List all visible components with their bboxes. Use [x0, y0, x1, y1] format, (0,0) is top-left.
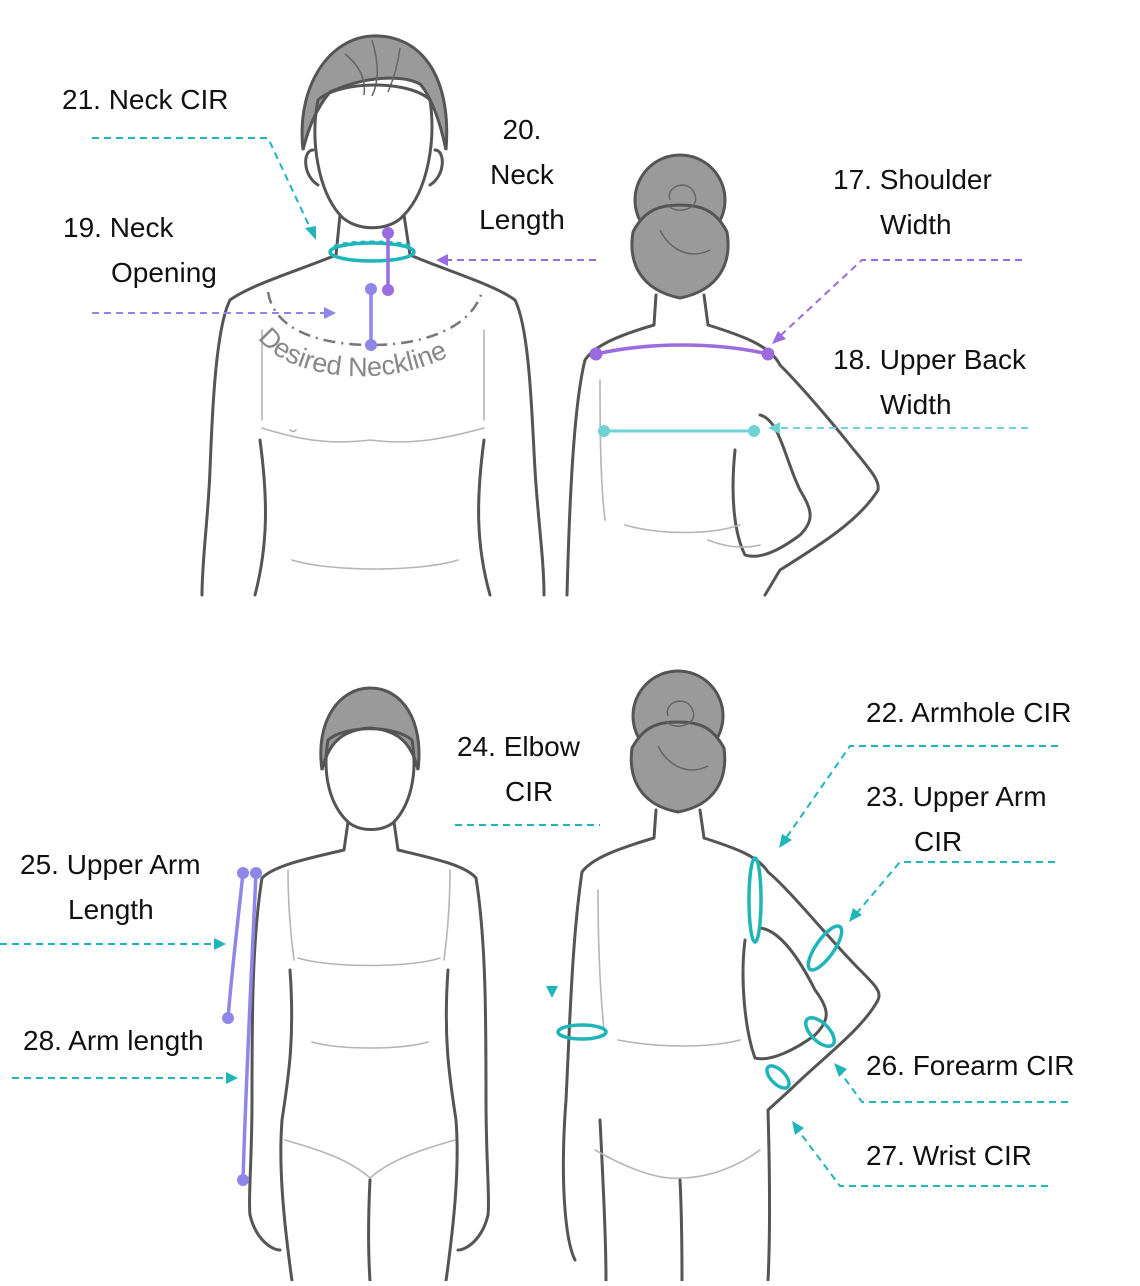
arrow-wrist-cir	[797, 1129, 1048, 1187]
label-shoulder-width: 17. Shoulder Width	[833, 157, 992, 247]
label-arm-length-line1: 28. Arm length	[23, 1025, 204, 1056]
label-neck-length: 20. Neck Length	[472, 107, 572, 242]
forearm-cir-ring	[804, 1016, 836, 1048]
front-figure-bottom	[222, 686, 491, 1283]
label-upper-back-width-line2: Width	[880, 389, 952, 420]
back-figure-top	[565, 153, 880, 597]
armhole-cir-ring	[747, 856, 763, 944]
neck-cir-ring	[328, 241, 416, 263]
front-ears-top	[304, 148, 444, 187]
front-body-details-top	[261, 329, 485, 570]
front-hair-strands	[344, 39, 401, 97]
label-upper-back-width: 18. Upper Back Width	[833, 337, 1026, 427]
label-wrist-cir-line1: 27. Wrist CIR	[866, 1140, 1032, 1171]
label-shoulder-width-line1: 17. Shoulder	[833, 164, 992, 195]
pointer-arrows	[0, 137, 1068, 1187]
desired-neckline-curve	[266, 291, 484, 347]
arrow-shoulder-width	[779, 259, 1022, 337]
arrow-neck-cir	[92, 137, 313, 233]
elbow-cir-ring	[556, 1023, 608, 1041]
label-upper-arm-length-line2: Length	[68, 894, 154, 925]
label-shoulder-width-line2: Width	[880, 209, 952, 240]
label-upper-arm-length: 25. Upper Arm Length	[20, 842, 201, 932]
label-elbow-cir-line2: CIR	[505, 776, 554, 807]
label-armhole-cir-line1: 22. Armhole CIR	[866, 697, 1072, 728]
wrist-cir-ring	[765, 1064, 791, 1090]
front-body-bottom	[247, 820, 491, 1283]
front-body-top	[200, 253, 546, 597]
label-neck-opening-line2: Opening	[111, 257, 217, 288]
front-body-details-bottom	[284, 869, 456, 1180]
label-neck-opening-line1: 19. Neck	[63, 212, 174, 243]
label-forearm-cir: 26. Forearm CIR	[866, 1043, 1075, 1088]
arrow-armhole-cir	[785, 745, 1058, 839]
label-armhole-cir: 22. Armhole CIR	[866, 690, 1071, 735]
arm-length-line	[241, 872, 258, 1181]
back-body-details-top	[599, 379, 761, 548]
label-upper-arm-cir: 23. Upper Arm CIR	[866, 774, 1047, 864]
upper-arm-length-line	[226, 872, 245, 1019]
front-hair-top	[300, 34, 449, 151]
label-upper-back-width-line1: 18. Upper Back	[833, 344, 1026, 375]
shoulder-width-line	[595, 343, 769, 356]
label-neck-length-line1: 20.	[502, 114, 542, 145]
label-neck-length-line2: Neck	[490, 159, 554, 190]
back-hair-swirl-top	[659, 184, 711, 255]
label-upper-arm-cir-line1: 23. Upper Arm	[866, 781, 1047, 812]
front-face-bottom	[324, 727, 416, 831]
back-body-top	[565, 293, 880, 597]
label-neck-cir-line1: 21. Neck CIR	[62, 84, 229, 115]
arrow-upper-arm-cir	[855, 861, 1055, 915]
label-neck-cir: 21. Neck CIR	[62, 77, 229, 122]
back-body-bottom	[561, 808, 881, 1283]
back-figure-bottom	[556, 669, 881, 1283]
label-neck-opening: 19. Neck Opening	[63, 205, 217, 295]
front-figure-top	[200, 34, 546, 597]
label-upper-arm-length-line1: 25. Upper Arm	[20, 849, 201, 880]
upper-arm-cir-ring	[806, 924, 844, 972]
label-elbow-cir: 24. Elbow CIR	[457, 724, 580, 814]
back-hair-swirl-bottom	[657, 700, 709, 771]
back-body-details-bottom	[594, 889, 761, 1180]
label-upper-arm-cir-line2: CIR	[914, 826, 963, 857]
label-elbow-cir-line1: 24. Elbow	[457, 731, 580, 762]
label-wrist-cir: 27. Wrist CIR	[866, 1133, 1032, 1178]
desired-neckline-label: Desired Neckline	[253, 322, 451, 383]
label-neck-length-line3: Length	[479, 204, 565, 235]
arrow-forearm-cir	[839, 1071, 1068, 1103]
front-face-top	[313, 83, 434, 230]
label-forearm-cir-line1: 26. Forearm CIR	[866, 1050, 1075, 1081]
label-arm-length: 28. Arm length	[23, 1018, 204, 1063]
